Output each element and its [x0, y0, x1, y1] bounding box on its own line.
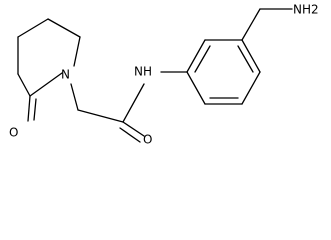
- aminomethyl-group: [241, 8, 293, 41]
- bond-ketone-c-o: [27, 95, 31, 122]
- bond-n-ch2: [70, 83, 79, 111]
- bond-ar-inner-2: [237, 45, 254, 73]
- bond-ring-n-c6: [29, 72, 63, 97]
- label-amide-nh: NH: [134, 65, 152, 79]
- bond-ch2-c: [77, 109, 124, 123]
- bond-ring-c2-c3: [17, 73, 31, 97]
- bond-ar-4-5: [241, 71, 261, 105]
- bond-ar-3-4: [241, 39, 261, 73]
- structure-diagram: O N NH O NH2: [9, 3, 319, 147]
- bond-ketone-c-o-double: [33, 98, 37, 121]
- piperidinone-ring: [17, 18, 81, 122]
- label-amine: NH2: [293, 3, 319, 17]
- label-amide-oxygen: O: [143, 133, 152, 147]
- benzene-ring: [186, 39, 261, 105]
- amide-linker: [70, 71, 188, 143]
- bond-ar-inner-1: [194, 45, 211, 73]
- label-ring-nitrogen: N: [61, 68, 70, 82]
- bond-amide-c-o-double: [119, 127, 141, 143]
- bond-amide-c-o: [122, 121, 145, 137]
- bond-ring-c5-c6: [47, 18, 81, 38]
- bond-ring-c4-c5: [17, 18, 49, 38]
- bond-ring-c6-n: [73, 36, 81, 67]
- bond-ar-6-1: [186, 71, 206, 105]
- bond-amide-c-nh: [122, 83, 145, 123]
- bond-ar-ch2: [241, 8, 261, 41]
- label-ketone-oxygen: O: [9, 126, 18, 140]
- bond-ar-1-2: [186, 39, 206, 73]
